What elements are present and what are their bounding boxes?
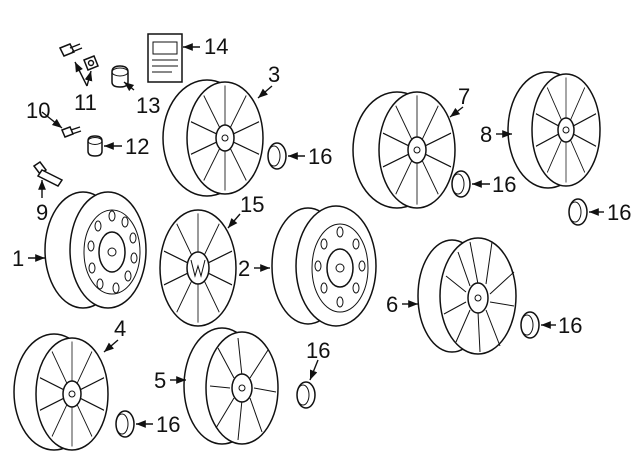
center-cap-icon [115, 410, 135, 438]
callout-16-e: 16 [156, 412, 180, 437]
center-cap-icon [267, 142, 287, 170]
wheel-cover-15-icon [159, 209, 237, 327]
callout-13: 13 [136, 93, 160, 118]
callout-15: 15 [240, 192, 264, 217]
lock-kit-package-icon [147, 33, 183, 83]
center-cap-icon [568, 198, 588, 226]
callout-14: 14 [204, 34, 228, 59]
center-cap-icon [296, 381, 316, 409]
callout-16-d: 16 [558, 313, 582, 338]
alloy-wheel-4-icon [13, 333, 109, 451]
callout-9: 9 [36, 200, 48, 225]
valve-stem-icon [32, 160, 64, 187]
callout-8: 8 [480, 122, 492, 147]
callout-1: 1 [12, 246, 24, 271]
alloy-wheel-6-icon [417, 237, 517, 355]
center-cap-icon [451, 170, 471, 198]
alloy-wheel-5-icon [183, 327, 279, 445]
callout-6: 6 [386, 292, 398, 317]
alloy-wheel-7-icon [352, 91, 456, 209]
callout-5: 5 [154, 368, 166, 393]
callout-11: 11 [74, 90, 97, 115]
callout-7: 7 [458, 84, 470, 109]
callout-2: 2 [238, 256, 250, 281]
alloy-wheel-3-icon [162, 79, 264, 197]
wheel-bolt-icon [58, 43, 99, 71]
callout-4: 4 [114, 316, 126, 341]
callout-16-f: 16 [306, 338, 330, 363]
callout-3: 3 [268, 62, 280, 87]
center-cap-icon [520, 311, 540, 339]
steel-wheel-2-icon [271, 205, 377, 327]
alloy-wheel-8-icon [507, 71, 601, 189]
lug-bolt-icon [61, 126, 82, 138]
callout-16-c: 16 [607, 200, 631, 225]
callout-16-b: 16 [492, 172, 516, 197]
callout-10: 10 [26, 98, 50, 123]
callout-12: 12 [125, 134, 149, 159]
callout-16-a: 16 [308, 144, 332, 169]
lug-nut-icon [87, 135, 103, 157]
steel-wheel-1-icon [44, 191, 147, 309]
